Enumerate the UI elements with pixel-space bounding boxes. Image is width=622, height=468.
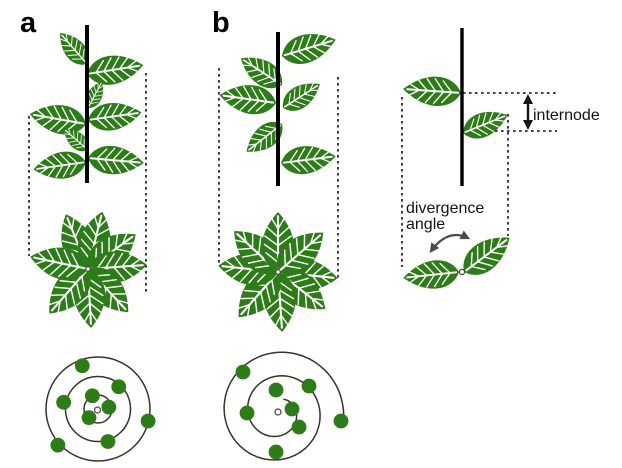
leaf-position-dot xyxy=(291,419,307,435)
top-view-rosette xyxy=(218,212,338,332)
leaf-midrib xyxy=(36,161,85,170)
leaf-midrib xyxy=(248,124,282,151)
panel-a-label: a xyxy=(20,7,37,39)
leaf-midrib xyxy=(61,34,87,64)
leaf-veins xyxy=(35,105,78,133)
leaf xyxy=(463,236,510,275)
divergence-angle-label-line2: angle xyxy=(406,216,445,233)
leaf-veins xyxy=(38,153,79,178)
leaf-veins xyxy=(288,83,319,108)
leaf xyxy=(240,57,283,89)
leaf xyxy=(463,111,508,139)
leaf-midrib xyxy=(88,64,141,75)
top-view-rosette xyxy=(30,211,147,328)
leaf-midrib xyxy=(282,155,333,164)
leaf xyxy=(281,146,336,175)
rosette-center-mark xyxy=(85,266,91,272)
leaf-midrib xyxy=(284,84,319,108)
leaf-midrib xyxy=(222,94,275,104)
leaf xyxy=(282,34,336,64)
leaf-veins xyxy=(469,111,505,137)
divergence-angle-label-line1: divergence xyxy=(406,200,484,217)
leaf-midrib xyxy=(283,39,333,57)
leaf-midrib xyxy=(33,256,87,270)
leaf-veins xyxy=(224,85,268,113)
leaf-position-dot xyxy=(239,405,255,421)
leaf-midrib xyxy=(89,157,141,164)
leaf xyxy=(219,85,276,115)
leaf-midrib xyxy=(32,113,85,125)
leaf xyxy=(403,260,459,289)
phyllotaxis-ring xyxy=(45,356,151,462)
leaf-position-dot xyxy=(284,401,300,417)
leaf-position-dot xyxy=(140,413,156,429)
leaf-veins xyxy=(95,56,139,83)
leaf-position-dot xyxy=(268,444,284,460)
leaf xyxy=(29,105,86,135)
leaf xyxy=(60,33,89,65)
disc-center-dot xyxy=(93,406,102,414)
leaf-position-dot xyxy=(100,434,116,449)
leaf-position-dot xyxy=(84,388,100,404)
internode-label: internode xyxy=(533,107,600,124)
leaf-position-dot xyxy=(56,394,72,410)
leaf-midrib xyxy=(464,115,506,133)
panel-a-diagram xyxy=(28,25,156,462)
leaf-veins xyxy=(96,147,139,174)
leaf-midrib xyxy=(89,112,139,121)
leaf-position-dot xyxy=(268,382,284,398)
leaf-veins xyxy=(409,77,453,105)
leaf xyxy=(33,151,86,179)
leaf-midrib xyxy=(88,82,102,108)
leaf-position-dot xyxy=(111,379,127,395)
leaf xyxy=(30,247,88,280)
leaf xyxy=(48,267,91,314)
spiral-diagram xyxy=(223,351,349,461)
leaf-veins xyxy=(35,248,80,278)
leaf-veins xyxy=(64,128,85,149)
leaf-position-dot xyxy=(333,413,349,429)
leaf-position-dot xyxy=(74,358,90,374)
panel-b-label: b xyxy=(212,7,230,39)
leaf xyxy=(282,83,320,111)
leaf-veins xyxy=(289,34,332,62)
leaf-midrib xyxy=(242,59,281,85)
leaf-position-dot xyxy=(301,378,317,394)
rosette-center-mark xyxy=(275,269,281,275)
leaf xyxy=(403,76,461,106)
leaf-midrib xyxy=(406,271,458,279)
leaf-position-dot xyxy=(101,399,117,415)
stem-junction-dot xyxy=(458,268,466,276)
leaf-veins xyxy=(60,33,85,60)
ring-diagram xyxy=(45,356,156,462)
leaf-veins xyxy=(470,236,508,271)
leaf xyxy=(276,232,324,275)
leaf-veins xyxy=(289,147,331,173)
leaf xyxy=(63,128,89,152)
leaf-midrib xyxy=(240,273,278,316)
leaf xyxy=(88,103,142,131)
leaf-position-dot xyxy=(81,410,97,426)
leaf-midrib xyxy=(279,234,322,272)
leaf-midrib xyxy=(50,270,88,312)
leaf-midrib xyxy=(64,129,88,150)
leaf-midrib xyxy=(465,239,508,272)
leaf-midrib xyxy=(406,88,460,94)
leaf-position-dot xyxy=(235,364,251,380)
leaf xyxy=(88,145,144,175)
panel-b-diagram xyxy=(218,32,349,461)
disc-center-dot xyxy=(274,408,282,416)
leaf xyxy=(246,121,283,153)
leaf-veins xyxy=(242,57,277,85)
leaf xyxy=(87,55,144,85)
divergence-angle-arrow xyxy=(429,230,471,253)
leaf-veins xyxy=(95,103,137,129)
leaf-veins xyxy=(283,232,323,270)
leaf-position-dot xyxy=(50,437,66,453)
leaf-veins xyxy=(408,262,451,288)
definition-diagram xyxy=(401,28,557,289)
